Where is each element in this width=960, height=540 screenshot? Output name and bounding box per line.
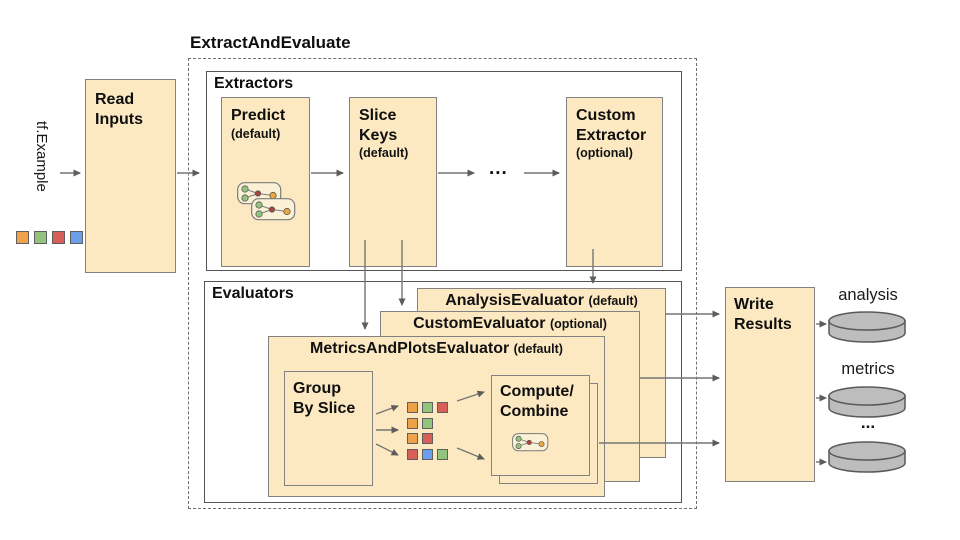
read-inputs-label-line2: Inputs xyxy=(95,110,143,128)
example-square xyxy=(34,231,47,244)
analysis-evaluator-qualifier: (default) xyxy=(588,294,638,308)
metrics-and-plots-evaluator-qualifier: (default) xyxy=(513,342,563,356)
metrics-and-plots-evaluator-label: MetricsAndPlotsEvaluator (default) xyxy=(269,337,604,358)
predict-extractor-node: Predict (default) xyxy=(221,97,310,267)
compute-combine-node: Compute/ Combine xyxy=(491,375,590,476)
compute-combine-label-line1: Compute/ xyxy=(500,383,574,400)
group-by-slice-label-line2: By Slice xyxy=(293,399,356,417)
write-results-label-line1: Write xyxy=(734,296,774,313)
slice-row xyxy=(407,449,448,460)
output-cylinders xyxy=(828,311,906,473)
output-label-metrics: metrics xyxy=(841,360,895,378)
database-cylinder-icon xyxy=(828,311,906,343)
slice-square xyxy=(407,418,418,429)
slice-row xyxy=(407,433,433,444)
slice-row xyxy=(407,418,433,429)
metrics-and-plots-evaluator-name: MetricsAndPlotsEvaluator xyxy=(310,340,510,357)
custom-evaluator-qualifier: (optional) xyxy=(549,317,607,331)
predict-qualifier: (default) xyxy=(231,126,281,141)
custom-extractor-label-line1: Custom xyxy=(576,107,636,124)
example-square xyxy=(52,231,65,244)
analysis-evaluator-label: AnalysisEvaluator (default) xyxy=(418,289,665,310)
database-cylinder-icon xyxy=(828,441,906,473)
write-results-label-line2: Results xyxy=(734,315,792,333)
diagram-title: ExtractAndEvaluate xyxy=(190,33,351,52)
extractors-ellipsis: ... xyxy=(489,158,508,179)
output-label-ellipsis: ... xyxy=(860,413,876,432)
custom-evaluator-label: CustomEvaluator (optional) xyxy=(381,312,639,333)
slice-square xyxy=(437,402,448,413)
tf-example-label: tf.Example xyxy=(33,121,50,192)
slice-keys-label-line1: Slice xyxy=(359,107,397,124)
group-by-slice-node: Group By Slice xyxy=(284,371,373,486)
analysis-evaluator-name: AnalysisEvaluator xyxy=(445,292,584,309)
custom-evaluator-name: CustomEvaluator xyxy=(413,315,546,332)
predict-label: Predict xyxy=(231,107,286,124)
tf-example-squares xyxy=(16,231,83,244)
evaluators-section: Evaluators xyxy=(204,281,682,503)
read-inputs-label-line1: Read xyxy=(95,91,135,108)
slice-keys-qualifier: (default) xyxy=(359,146,409,161)
group-by-slice-label-line1: Group xyxy=(293,380,341,397)
compute-combine-label-line2: Combine xyxy=(500,402,569,420)
slice-square xyxy=(422,449,433,460)
slice-keys-label-line2: Keys xyxy=(359,126,398,144)
slice-square xyxy=(422,418,433,429)
slice-square xyxy=(437,449,448,460)
slice-square xyxy=(407,433,418,444)
custom-extractor-label-line2: Extractor xyxy=(576,126,647,144)
extract-and-evaluate-container xyxy=(188,58,697,509)
slice-keys-extractor-node: Slice Keys (default) xyxy=(349,97,437,267)
slice-square xyxy=(407,402,418,413)
extractors-section: Extractors xyxy=(206,71,682,271)
example-square xyxy=(70,231,83,244)
custom-extractor-qualifier: (optional) xyxy=(576,146,633,161)
slice-square xyxy=(422,402,433,413)
write-results-node: Write Results xyxy=(725,287,815,482)
extractors-title: Extractors xyxy=(214,75,294,92)
slice-square xyxy=(422,433,433,444)
slice-square xyxy=(407,449,418,460)
output-label-analysis: analysis xyxy=(838,286,898,304)
read-inputs-node: Read Inputs xyxy=(85,79,176,273)
slice-row xyxy=(407,402,448,413)
evaluators-title: Evaluators xyxy=(212,285,294,302)
example-square xyxy=(16,231,29,244)
custom-extractor-node: Custom Extractor (optional) xyxy=(566,97,663,267)
